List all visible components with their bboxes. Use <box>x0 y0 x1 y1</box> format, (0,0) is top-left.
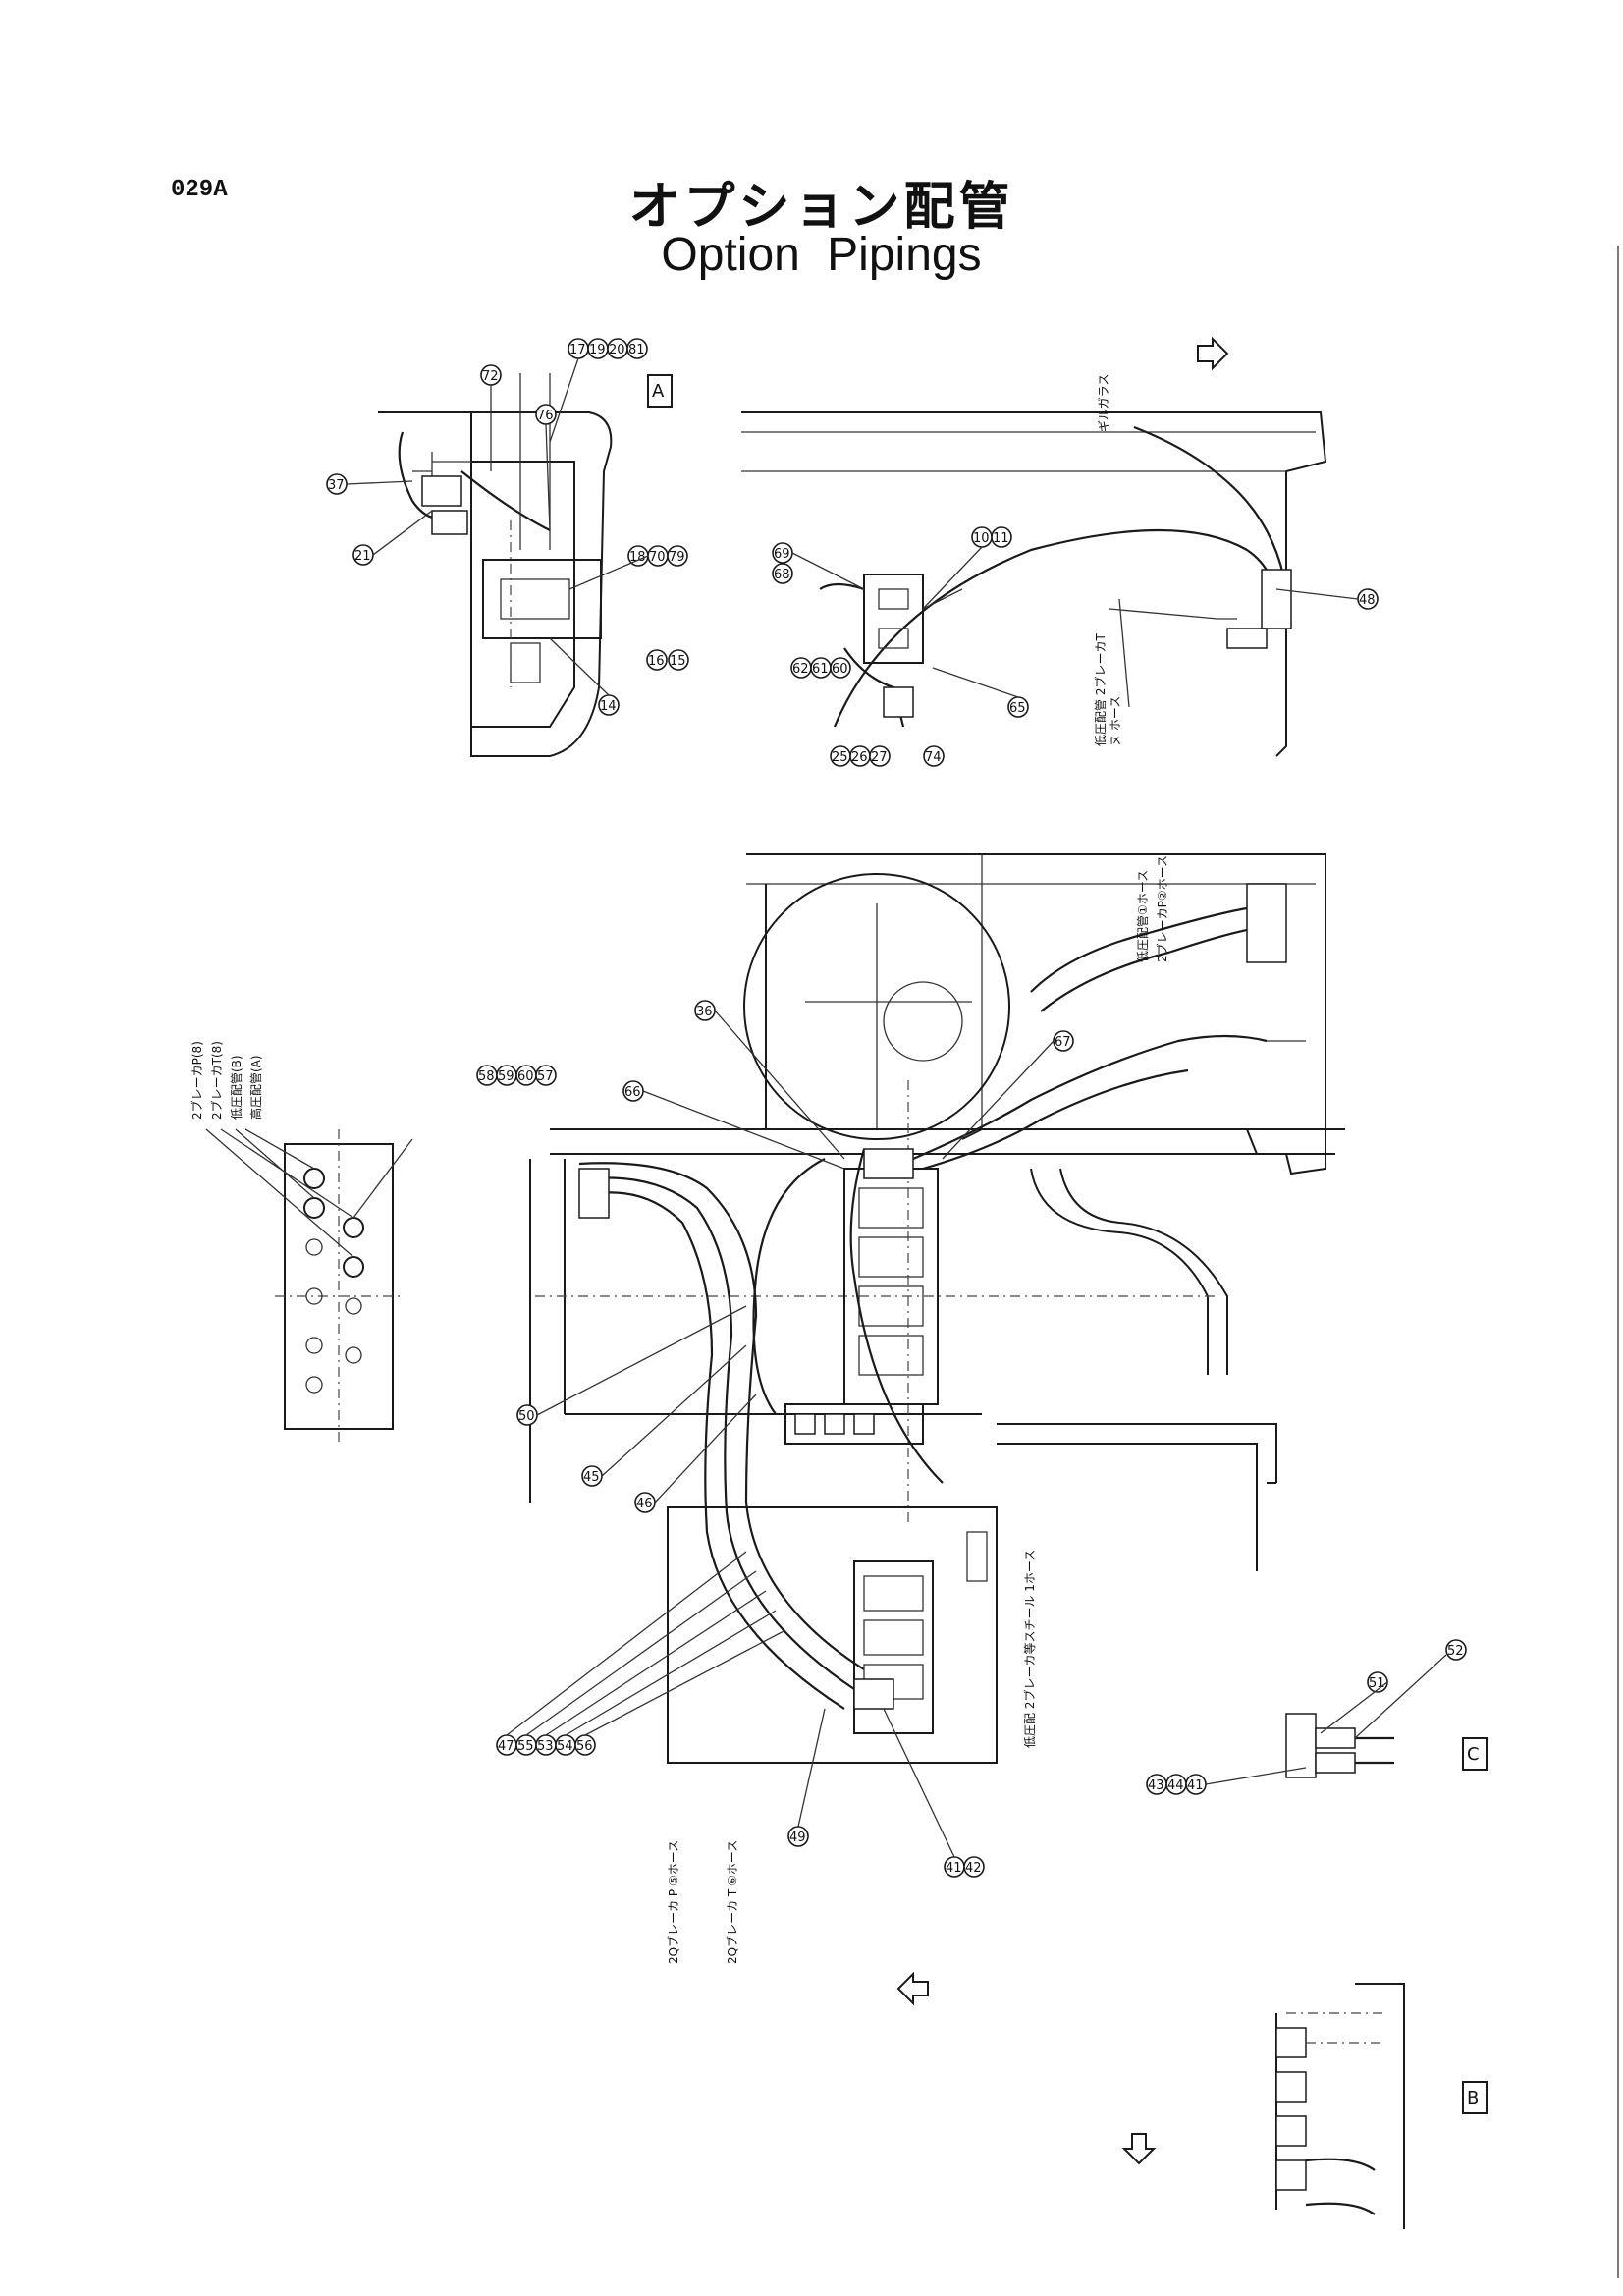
svg-text:41: 41 <box>946 1861 962 1876</box>
svg-text:66: 66 <box>624 1085 641 1100</box>
svg-text:27: 27 <box>871 750 888 765</box>
svg-text:低圧配管①ホース: 低圧配管①ホース <box>1135 870 1150 962</box>
svg-text:21: 21 <box>354 549 371 564</box>
svg-text:15: 15 <box>670 654 686 669</box>
svg-text:低圧配 2ブレーカ等スチール 1ホース: 低圧配 2ブレーカ等スチール 1ホース <box>1022 1550 1037 1748</box>
svg-text:60: 60 <box>517 1069 534 1084</box>
page-title-english: Option Pipings <box>661 229 982 281</box>
svg-text:49: 49 <box>789 1831 806 1845</box>
arrow-bottom <box>1121 2133 1157 2165</box>
lower-valve-block <box>667 1506 998 1764</box>
svg-text:74: 74 <box>925 750 942 765</box>
svg-text:59: 59 <box>498 1069 514 1084</box>
svg-text:10: 10 <box>973 531 990 546</box>
note-right-mid: 低圧配管①ホース 2ブレーカP②ホース <box>1135 855 1169 962</box>
leader-lines <box>346 357 1359 1858</box>
svg-text:58: 58 <box>478 1069 495 1084</box>
svg-text:68: 68 <box>774 568 790 582</box>
svg-text:79: 79 <box>669 550 685 565</box>
svg-text:低圧配管(B): 低圧配管(B) <box>229 1055 243 1120</box>
svg-text:2ブレーカT(8): 2ブレーカT(8) <box>209 1041 224 1120</box>
svg-text:ヌ ホース: ヌ ホース <box>1109 696 1122 746</box>
svg-text:62: 62 <box>792 662 809 677</box>
svg-text:26: 26 <box>851 750 868 765</box>
svg-text:37: 37 <box>328 478 345 493</box>
svg-text:B: B <box>1467 2088 1479 2108</box>
svg-text:48: 48 <box>1359 593 1376 608</box>
note-center: 低圧配 2ブレーカ等スチール 1ホース <box>1022 1550 1037 1748</box>
note-left-legend: 2ブレーカP(8) 2ブレーカT(8) 低圧配管(B) 高圧配管(A) <box>189 1041 263 1120</box>
svg-text:19: 19 <box>589 343 606 357</box>
svg-text:44: 44 <box>1167 1778 1184 1793</box>
frame-top-right <box>741 411 1327 757</box>
svg-text:52: 52 <box>1447 1644 1464 1659</box>
svg-text:2ブレーカP②ホース: 2ブレーカP②ホース <box>1155 855 1169 962</box>
arrow-mid <box>896 1971 929 2006</box>
svg-text:18: 18 <box>629 550 646 565</box>
svg-text:20: 20 <box>609 343 625 357</box>
svg-text:42: 42 <box>965 1861 982 1876</box>
svg-text:70: 70 <box>649 550 666 565</box>
svg-text:43: 43 <box>1148 1778 1164 1793</box>
svg-text:55: 55 <box>517 1739 534 1754</box>
page-code: 029A <box>171 177 228 203</box>
svg-text:2ブレーカP(8): 2ブレーカP(8) <box>189 1041 204 1120</box>
svg-text:高圧配管(A): 高圧配管(A) <box>248 1055 263 1120</box>
svg-text:16: 16 <box>648 654 665 669</box>
valve-block-top <box>819 574 963 728</box>
svg-text:76: 76 <box>537 409 554 423</box>
view-a-assembly <box>378 373 613 757</box>
svg-text:46: 46 <box>636 1497 653 1511</box>
svg-text:67: 67 <box>1055 1035 1071 1050</box>
view-a-label: A <box>647 374 673 408</box>
svg-text:51: 51 <box>1369 1676 1385 1691</box>
view-c-assembly: C <box>1285 1713 1488 1778</box>
svg-text:65: 65 <box>1009 701 1026 716</box>
svg-text:41: 41 <box>1187 1778 1204 1793</box>
callouts-view-a-right: 69 68 10 11 62 61 60 25 26 27 74 65 48 <box>772 526 1379 767</box>
svg-text:25: 25 <box>832 750 848 765</box>
svg-text:2Qブレーカ P ⑤ホース: 2Qブレーカ P ⑤ホース <box>666 1840 680 1964</box>
svg-text:2Qブレーカ T ⑥ホース: 2Qブレーカ T ⑥ホース <box>725 1840 739 1964</box>
svg-text:11: 11 <box>993 531 1009 546</box>
svg-text:72: 72 <box>482 369 499 384</box>
svg-text:81: 81 <box>628 343 645 357</box>
svg-text:17: 17 <box>569 343 586 357</box>
svg-text:56: 56 <box>576 1739 593 1754</box>
svg-text:57: 57 <box>537 1069 554 1084</box>
svg-text:60: 60 <box>832 662 848 677</box>
svg-text:ギルガラス: ギルガラス <box>1097 374 1110 432</box>
arrow-top <box>1197 336 1229 371</box>
main-hoses <box>578 883 1287 1710</box>
svg-text:低圧配管 2ブレーカT: 低圧配管 2ブレーカT <box>1093 633 1108 746</box>
view-b-assembly: B <box>1275 1983 1488 2229</box>
svg-text:45: 45 <box>583 1470 600 1485</box>
svg-text:54: 54 <box>557 1739 573 1754</box>
callouts-view-c: 51 52 43 44 41 <box>1146 1639 1467 1795</box>
svg-text:61: 61 <box>812 662 829 677</box>
svg-text:47: 47 <box>498 1739 514 1754</box>
note-top-right: ギルガラス 低圧配管 2ブレーカT ヌ ホース <box>1093 374 1122 746</box>
callouts-main: 36 67 66 58 59 60 57 50 45 46 47 55 53 5… <box>476 1000 1074 1878</box>
svg-text:53: 53 <box>537 1739 554 1754</box>
callouts-view-a: 37 21 72 76 17 19 20 81 18 70 79 15 16 1… <box>326 338 689 716</box>
note-bottom: 2Qブレーカ P ⑤ホース 2Qブレーカ T ⑥ホース <box>666 1840 739 1964</box>
svg-text:69: 69 <box>774 547 790 562</box>
port-detail <box>205 1128 413 1444</box>
svg-text:50: 50 <box>518 1409 535 1424</box>
svg-text:14: 14 <box>600 699 617 714</box>
svg-text:C: C <box>1467 1744 1480 1765</box>
page-title-japanese: オプション配管 <box>628 178 1014 237</box>
svg-text:36: 36 <box>696 1005 713 1019</box>
svg-text:A: A <box>652 381 665 402</box>
control-valve-main <box>784 1168 939 1445</box>
